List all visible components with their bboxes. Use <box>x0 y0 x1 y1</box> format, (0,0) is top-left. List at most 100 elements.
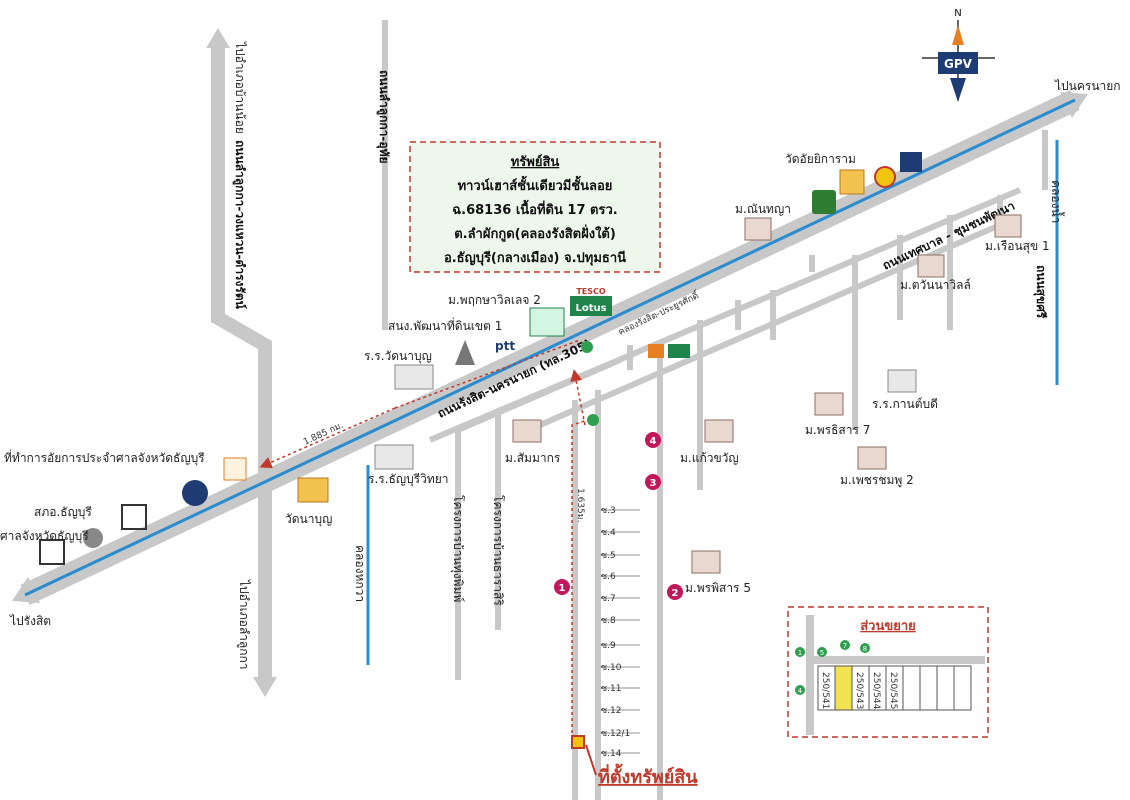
label-m-phetchompu: ม.เพชรชมพู 2 <box>840 473 914 488</box>
house-icon <box>512 419 542 443</box>
711-icon <box>648 344 664 358</box>
garuda-icon <box>455 340 475 365</box>
police-icon <box>83 528 103 548</box>
inset-title: ส่วนขยาย <box>860 619 916 634</box>
inset-plot: 250/543 <box>854 672 864 709</box>
bank-icon <box>812 190 836 214</box>
side-roads <box>382 20 1048 800</box>
temple-icon <box>839 169 865 195</box>
scales-icon <box>121 504 147 530</box>
label-m-phornphisan: ม.พรพิสาร 5 <box>685 581 751 595</box>
inset-marker: 4 <box>798 687 803 695</box>
soi-label: ซ.14 <box>601 749 622 759</box>
house-icon <box>691 550 721 574</box>
direction-nakhon-nayok: ไปนครนายก <box>1054 79 1121 93</box>
label-western-road: ถนนลำลูกกา-วงแหวน-ดำรงรัตน์ <box>232 140 247 310</box>
inset-marker: 8 <box>863 645 867 653</box>
marker-3: 3 <box>650 478 657 489</box>
compass-arrow-icon <box>952 25 964 45</box>
property-pin-icon <box>571 735 585 749</box>
property-label: ที่ตั้งทรัพย์สิน <box>598 763 698 788</box>
inset-plot: 250/541 <box>820 672 830 709</box>
direction-lam-luk-ka: ไปอำเภอลำลูกกา <box>236 579 251 670</box>
soi-lines <box>598 509 640 754</box>
direction-rangsit: ไปรังสิต <box>9 614 51 628</box>
label-m-ruen-suk: ม.เรือนสุข 1 <box>985 239 1050 254</box>
house-icon <box>814 392 844 416</box>
temple-icon <box>297 477 329 503</box>
soi-label: ซ.11 <box>601 684 621 694</box>
label-rr-kanthabodi: ร.ร.กานต์บดี <box>872 397 938 411</box>
label-east-road: ถนนสุขศรี <box>1033 265 1048 319</box>
school-icon <box>394 364 434 390</box>
label-rr-thanyaburi: ร.ร.ธัญบุรีวิทยา <box>368 472 449 487</box>
label-prosecutor: ที่ทำการอัยการประจำศาลจังหวัดธัญบุรี <box>4 449 205 466</box>
soi-label: ซ.3 <box>601 506 616 516</box>
label-m-phrueksa: ม.พฤกษาวิลเลจ 2 <box>448 293 541 307</box>
soi-label: ซ.10 <box>601 663 622 673</box>
soi-label: ซ.6 <box>601 572 616 582</box>
inset-marker: 7 <box>843 642 847 650</box>
label-m-nanthaya: ม.ณันทญา <box>735 202 791 216</box>
label-canal-west: คลองหกวา <box>353 545 367 602</box>
compass: GPV N <box>922 8 995 102</box>
marker-4: 4 <box>650 436 657 447</box>
house-icon <box>994 214 1022 238</box>
label-wat-ai: วัดอัยยิการาม <box>785 152 856 166</box>
school-icon <box>900 152 922 172</box>
route-marker-icon <box>581 341 593 353</box>
scales-icon <box>39 539 65 565</box>
direction-ban-bang-noi: ไปอำเภอบ้านน้อย <box>233 41 247 134</box>
shell-icon <box>874 166 896 188</box>
inset-marker: 1 <box>798 649 802 657</box>
label-sor-por: สภอ.ธัญบุรี <box>34 505 92 520</box>
label-court: ศาลจังหวัดธัญบุรี <box>0 529 89 544</box>
label-project-road-2: โครงการบ้านธาราสิริ <box>491 495 505 606</box>
property-box-line-3: ต.ลำผักกูด(คลองรังสิตฝั่งใต้) <box>454 224 616 242</box>
property-box-title: ทรัพย์สิน <box>511 154 560 170</box>
house-icon <box>744 217 772 241</box>
property-box-line-1: ทาวน์เฮาส์ชั้นเดียวมีชั้นลอย <box>458 175 613 194</box>
soi-label: ซ.5 <box>601 551 616 561</box>
western-road <box>206 28 277 697</box>
compass-north: N <box>954 8 961 19</box>
label-project-road-1: โครงการบ้านทุ่งพิมพ์ <box>450 495 465 602</box>
soi-label: ซ.4 <box>601 528 616 538</box>
inset-marker: 5 <box>820 649 824 657</box>
landmark-icons: TESCO Lotus ptt <box>39 152 1022 574</box>
soi-label: ซ.12/1 <box>601 729 630 739</box>
inset-markers: 1 5 7 8 4 <box>795 640 870 695</box>
soi-label: ซ.12 <box>601 706 621 716</box>
inset-plot: 250/545 <box>888 672 898 709</box>
label-m-kaew: ม.แก้วขวัญ <box>680 451 739 465</box>
tesco-label: TESCO <box>576 287 606 296</box>
soi-label: ซ.7 <box>601 594 616 604</box>
ptt-label: ptt <box>495 339 515 353</box>
tesco-icon <box>570 296 612 316</box>
inset-panel: ส่วนขยาย 250/541 250/543 250/544 250/545… <box>787 606 989 738</box>
route-marker-icon <box>587 414 599 426</box>
house-icon <box>704 419 734 443</box>
distance-side: 1.635ม. <box>575 488 585 523</box>
label-rr-wat-na: ร.ร.วัดนาบุญ <box>364 349 432 364</box>
marker-2: 2 <box>672 588 679 599</box>
property-location: ที่ตั้งทรัพย์สิน <box>571 735 698 788</box>
lotus-label: Lotus <box>575 303 606 314</box>
house-icon <box>529 307 565 337</box>
inset-plot: 250/544 <box>871 672 881 710</box>
property-box-line-2: ฉ.68136 เนื้อที่ดิน 17 ตรว. <box>452 199 617 218</box>
soi-labels: ซ.3 ซ.4 ซ.5 ซ.6 ซ.7 ซ.8 ซ.9 ซ.10 ซ.11 ซ.… <box>601 506 630 759</box>
label-m-phachira: ม.พรธิสาร 7 <box>805 423 870 437</box>
numbered-markers: 1 2 3 4 <box>554 432 683 600</box>
compass-brand: GPV <box>944 57 973 71</box>
house-icon <box>917 254 945 278</box>
flag-school-icon <box>887 369 917 393</box>
main-highway <box>12 90 1088 605</box>
label-m-tawan: ม.ตวันนาวิลล์ <box>900 278 971 292</box>
label-wat-na-bun: วัดนาบุญ <box>285 512 332 527</box>
court-seal-icon <box>182 480 208 506</box>
lotus-small-icon <box>668 344 690 358</box>
7-icon <box>223 457 247 481</box>
soi-label: ซ.8 <box>601 616 616 626</box>
